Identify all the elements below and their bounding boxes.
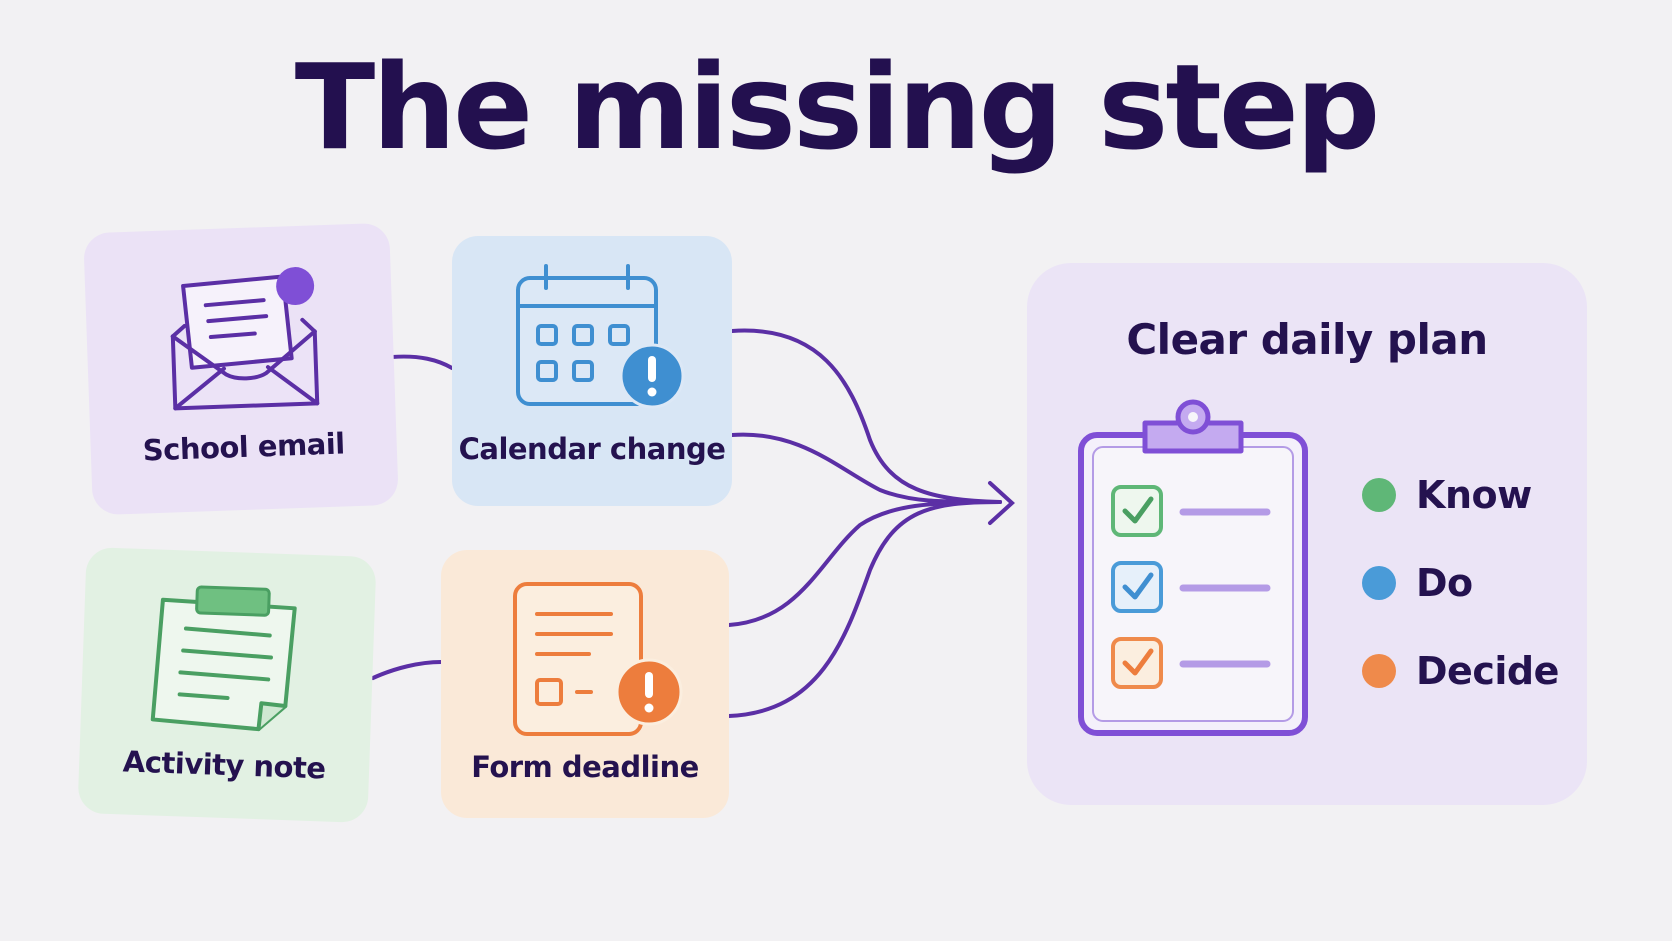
tape-icon	[195, 585, 271, 617]
daily-plan-panel: Clear daily plan Know Do Decide	[1027, 263, 1587, 805]
connector-form-bottom	[727, 500, 1002, 718]
check-item-decide-icon	[1111, 637, 1271, 689]
page-title: The missing step	[294, 38, 1381, 176]
connector-activity-form	[371, 660, 443, 680]
card-label: Calendar change	[458, 432, 726, 466]
form-alert-icon	[513, 582, 683, 736]
clipboard-checklist-icon	[1078, 399, 1308, 736]
card-activity-note: Activity note	[77, 547, 377, 823]
legend-dot-icon	[1362, 654, 1396, 688]
legend-item-do: Do	[1362, 561, 1473, 605]
notification-dot-icon	[276, 267, 315, 306]
arrow-head-icon	[988, 481, 1015, 525]
legend-label: Do	[1416, 561, 1473, 605]
connector-calendar-bottom	[730, 432, 1002, 504]
card-label: School email	[142, 426, 346, 468]
card-label: Activity note	[122, 744, 327, 786]
card-calendar-change: Calendar change	[452, 236, 732, 506]
legend-dot-icon	[1362, 478, 1396, 512]
legend-item-know: Know	[1362, 473, 1532, 517]
card-school-email: School email	[83, 222, 399, 516]
check-item-know-icon	[1111, 485, 1271, 537]
connector-email-calendar	[390, 354, 454, 370]
card-label: Form deadline	[471, 750, 699, 784]
sticky-note-icon	[150, 585, 297, 732]
envelope-icon	[170, 267, 320, 411]
check-item-do-icon	[1111, 561, 1271, 613]
legend-label: Know	[1416, 473, 1532, 517]
legend-label: Decide	[1416, 649, 1559, 693]
connector-calendar-top	[730, 328, 1002, 504]
calendar-alert-icon	[516, 264, 685, 409]
connector-form-top	[727, 500, 1002, 627]
legend-item-decide: Decide	[1362, 649, 1559, 693]
legend-dot-icon	[1362, 566, 1396, 600]
card-form-deadline: Form deadline	[441, 550, 729, 818]
panel-title: Clear daily plan	[1126, 315, 1488, 364]
